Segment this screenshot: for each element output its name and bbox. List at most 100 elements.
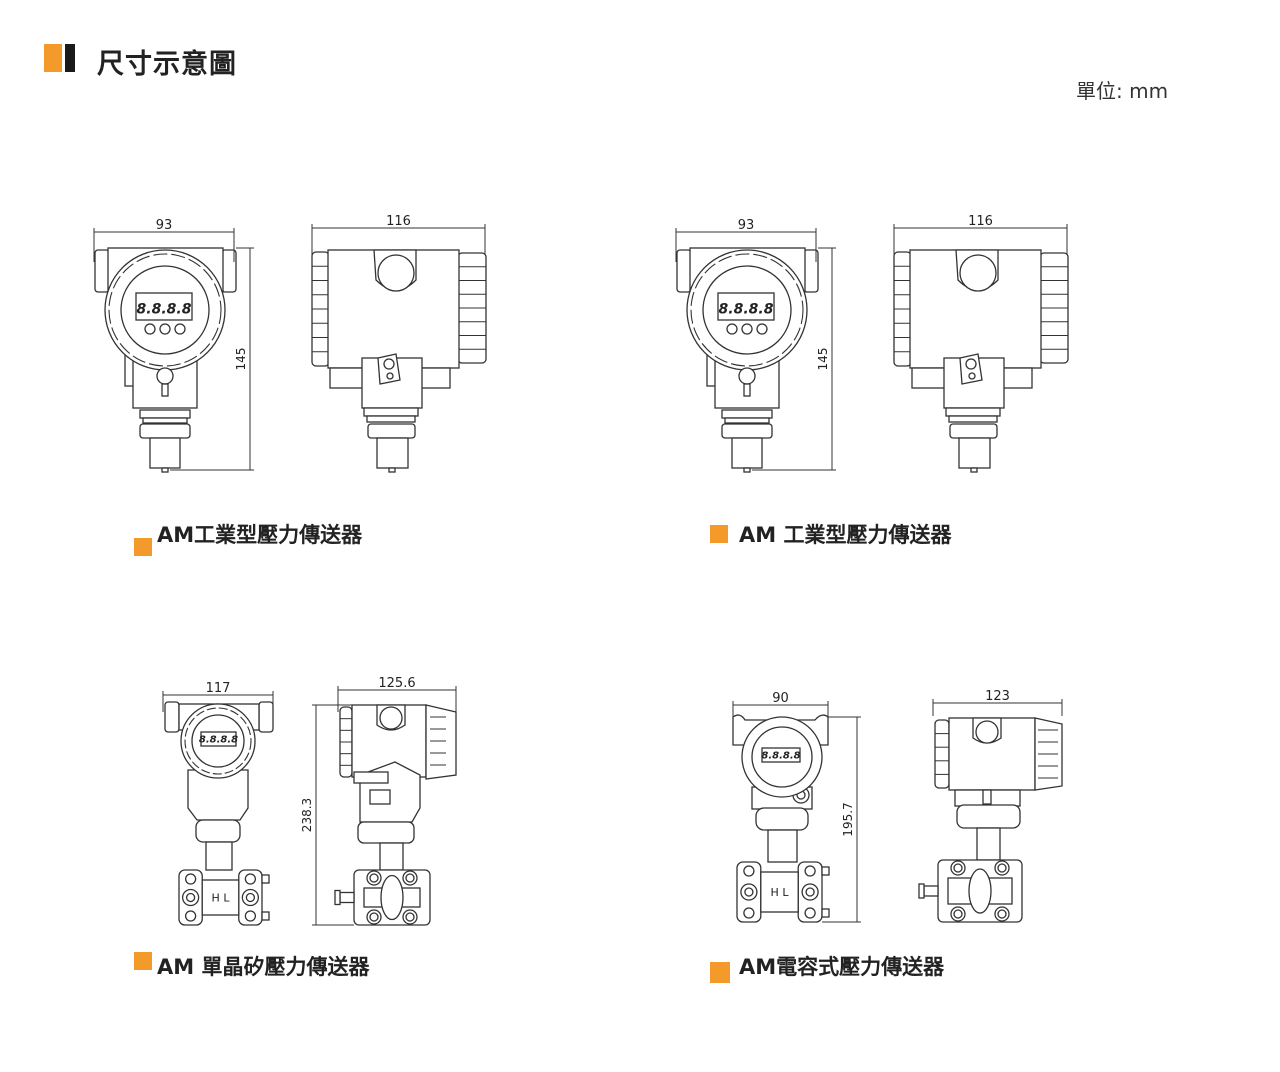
collar	[755, 807, 809, 831]
seal-ring-2	[142, 417, 188, 424]
stem	[205, 841, 233, 871]
cover-bezel	[108, 253, 222, 367]
lcd-display	[761, 747, 801, 763]
process-fitting	[958, 437, 991, 469]
bolt-hole	[184, 873, 197, 885]
process-fitting	[376, 437, 409, 469]
process-fitting	[731, 437, 763, 469]
lcd-digits: 8.8.8.8	[199, 735, 238, 746]
button-2	[741, 323, 753, 335]
collar	[956, 804, 1021, 829]
bolt-hole	[244, 873, 257, 885]
height-dimension-label: 145	[234, 348, 248, 371]
lug-hole-small	[968, 372, 976, 380]
depth-dimension-label: 125.6	[378, 676, 415, 691]
seal-ring	[363, 407, 419, 417]
seal-ring	[945, 407, 1001, 417]
caption-marker-2	[710, 525, 728, 543]
bolt-head-inner	[405, 912, 415, 922]
width-dimension-label: 90	[772, 691, 789, 706]
header-dark-block	[65, 44, 75, 72]
height-dimension-label: 195.7	[841, 802, 855, 836]
cover-bezel	[184, 707, 252, 775]
vent-fitting	[923, 885, 939, 897]
port-l-inner	[245, 892, 256, 903]
bolt-end	[821, 866, 830, 876]
cable-entry-left	[164, 701, 180, 733]
bolt-end	[821, 908, 830, 918]
side-view: 125.6	[334, 676, 457, 926]
bolt-hole	[743, 865, 755, 877]
bolt-head-inner	[997, 863, 1007, 873]
stem	[976, 827, 1001, 861]
depth-dimension-label: 123	[985, 689, 1010, 704]
width-dimension-label: 93	[156, 218, 173, 233]
fitting-tip	[970, 467, 978, 473]
lug-stem	[161, 383, 169, 397]
port-h-inner	[744, 887, 754, 897]
fitting-tip	[743, 467, 751, 473]
bolt-hole	[804, 865, 816, 877]
flange-side-oval	[380, 874, 404, 921]
button-2	[159, 323, 171, 335]
port-h-inner	[185, 892, 196, 903]
capacitive-drawing: 8.8.8.8 H L 90 195.7 123	[732, 689, 1063, 923]
label-plate	[369, 789, 391, 805]
hex-nut	[949, 423, 998, 439]
front-view: 8.8.8.8 93 145	[93, 218, 254, 473]
collar	[357, 821, 415, 844]
fitting-tip	[161, 467, 169, 473]
caption-industrial-1: AM工業型壓力傳送器	[157, 523, 363, 547]
page-title: 尺寸示意圖	[97, 49, 237, 80]
button-1	[726, 323, 738, 335]
cable-entry-left	[676, 249, 692, 293]
flange-hl-label: H L	[212, 892, 231, 905]
seal-ring-2	[948, 415, 998, 423]
stem	[379, 842, 404, 871]
lug-hole-small	[386, 372, 394, 380]
side-view: 116	[893, 214, 1069, 473]
bolt-head-inner	[953, 863, 963, 873]
caption-industrial-2: AM 工業型壓力傳送器	[739, 523, 952, 547]
seal-ring	[139, 409, 191, 419]
caption-capacitive: AM電容式壓力傳送器	[739, 955, 945, 979]
height-dimension-label: 238.3	[300, 798, 314, 832]
bolt-hole	[743, 907, 755, 919]
caption-monocrystalline: AM 單晶矽壓力傳送器	[157, 955, 370, 979]
bolt-hole	[804, 907, 816, 919]
lcd-digits: 8.8.8.8	[761, 751, 800, 762]
seal-ring-2	[724, 417, 770, 424]
flange-center	[760, 871, 799, 913]
lcd-digits: 8.8.8.8	[137, 301, 192, 317]
bolt-end	[261, 874, 270, 884]
stem	[767, 829, 798, 863]
header-accent-block	[44, 44, 62, 72]
lcd-digits: 8.8.8.8	[719, 301, 774, 317]
flange-hl-label: H L	[771, 886, 790, 899]
side-view: 123	[918, 689, 1063, 923]
neck-body	[187, 769, 249, 821]
process-fitting	[149, 437, 181, 469]
hex-nut	[139, 423, 191, 439]
bolt-head-inner	[405, 873, 415, 883]
bolt-head-inner	[953, 909, 963, 919]
bolt-head-inner	[369, 873, 379, 883]
ground-lug	[156, 367, 174, 385]
cable-entry-left	[94, 249, 110, 293]
conduit-opening	[975, 720, 999, 744]
vent-fitting	[339, 891, 355, 904]
port-l-inner	[805, 887, 815, 897]
cable-entry-right	[258, 701, 274, 733]
unit-label: 單位: mm	[1076, 79, 1169, 103]
button-1	[144, 323, 156, 335]
bolt-head-inner	[997, 909, 1007, 919]
bolt-hole	[184, 910, 197, 922]
flange-center	[201, 879, 240, 916]
vent-cap	[334, 889, 341, 906]
button-3	[174, 323, 186, 335]
